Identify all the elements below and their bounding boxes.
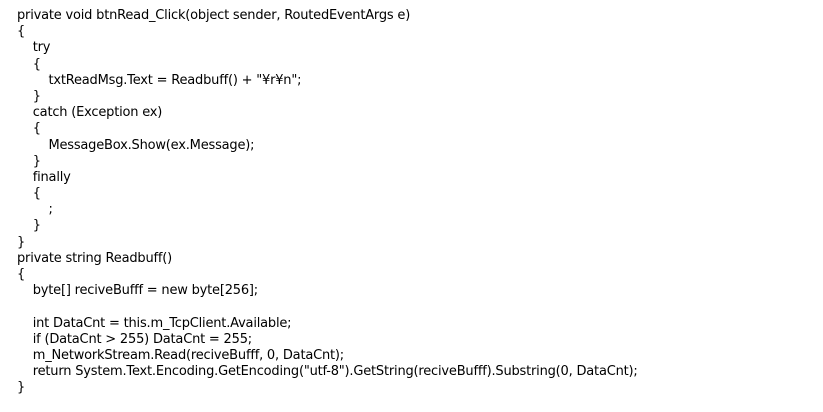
code-line: MessageBox.Show(ex.Message); <box>17 137 255 153</box>
code-view: private void btnRead_Click(object sender… <box>17 8 817 404</box>
code-line: catch (Exception ex) <box>17 105 163 121</box>
code-line: int DataCnt = this.m_TcpClient.Available… <box>17 315 292 331</box>
code-line: try <box>17 40 51 56</box>
code-line: finally <box>17 169 71 185</box>
code-line: } <box>17 234 26 250</box>
code-line: return System.Text.Encoding.GetEncoding(… <box>17 364 638 380</box>
code-line: m_NetworkStream.Read(reciveBufff, 0, Dat… <box>17 347 344 363</box>
code-line: } <box>17 218 41 234</box>
code-line: { <box>17 267 26 282</box>
code-line: txtReadMsg.Text = Readbuff() + "¥r¥n"; <box>17 72 302 88</box>
code-line: { <box>17 186 41 202</box>
code-line: { <box>17 121 41 137</box>
code-line: { <box>17 56 41 72</box>
code-line: byte[] reciveBufff = new byte[256]; <box>17 283 258 299</box>
code-line: } <box>17 380 26 396</box>
code-line: if (DataCnt > 255) DataCnt = 255; <box>17 331 252 347</box>
code-line <box>17 299 817 315</box>
code-line: private void btnRead_Click(object sender… <box>17 8 411 23</box>
code-line: } <box>17 153 41 169</box>
code-line: } <box>17 88 41 104</box>
code-line: { <box>17 24 26 40</box>
code-line: private string Readbuff() <box>17 250 172 266</box>
code-line: ; <box>17 202 53 218</box>
